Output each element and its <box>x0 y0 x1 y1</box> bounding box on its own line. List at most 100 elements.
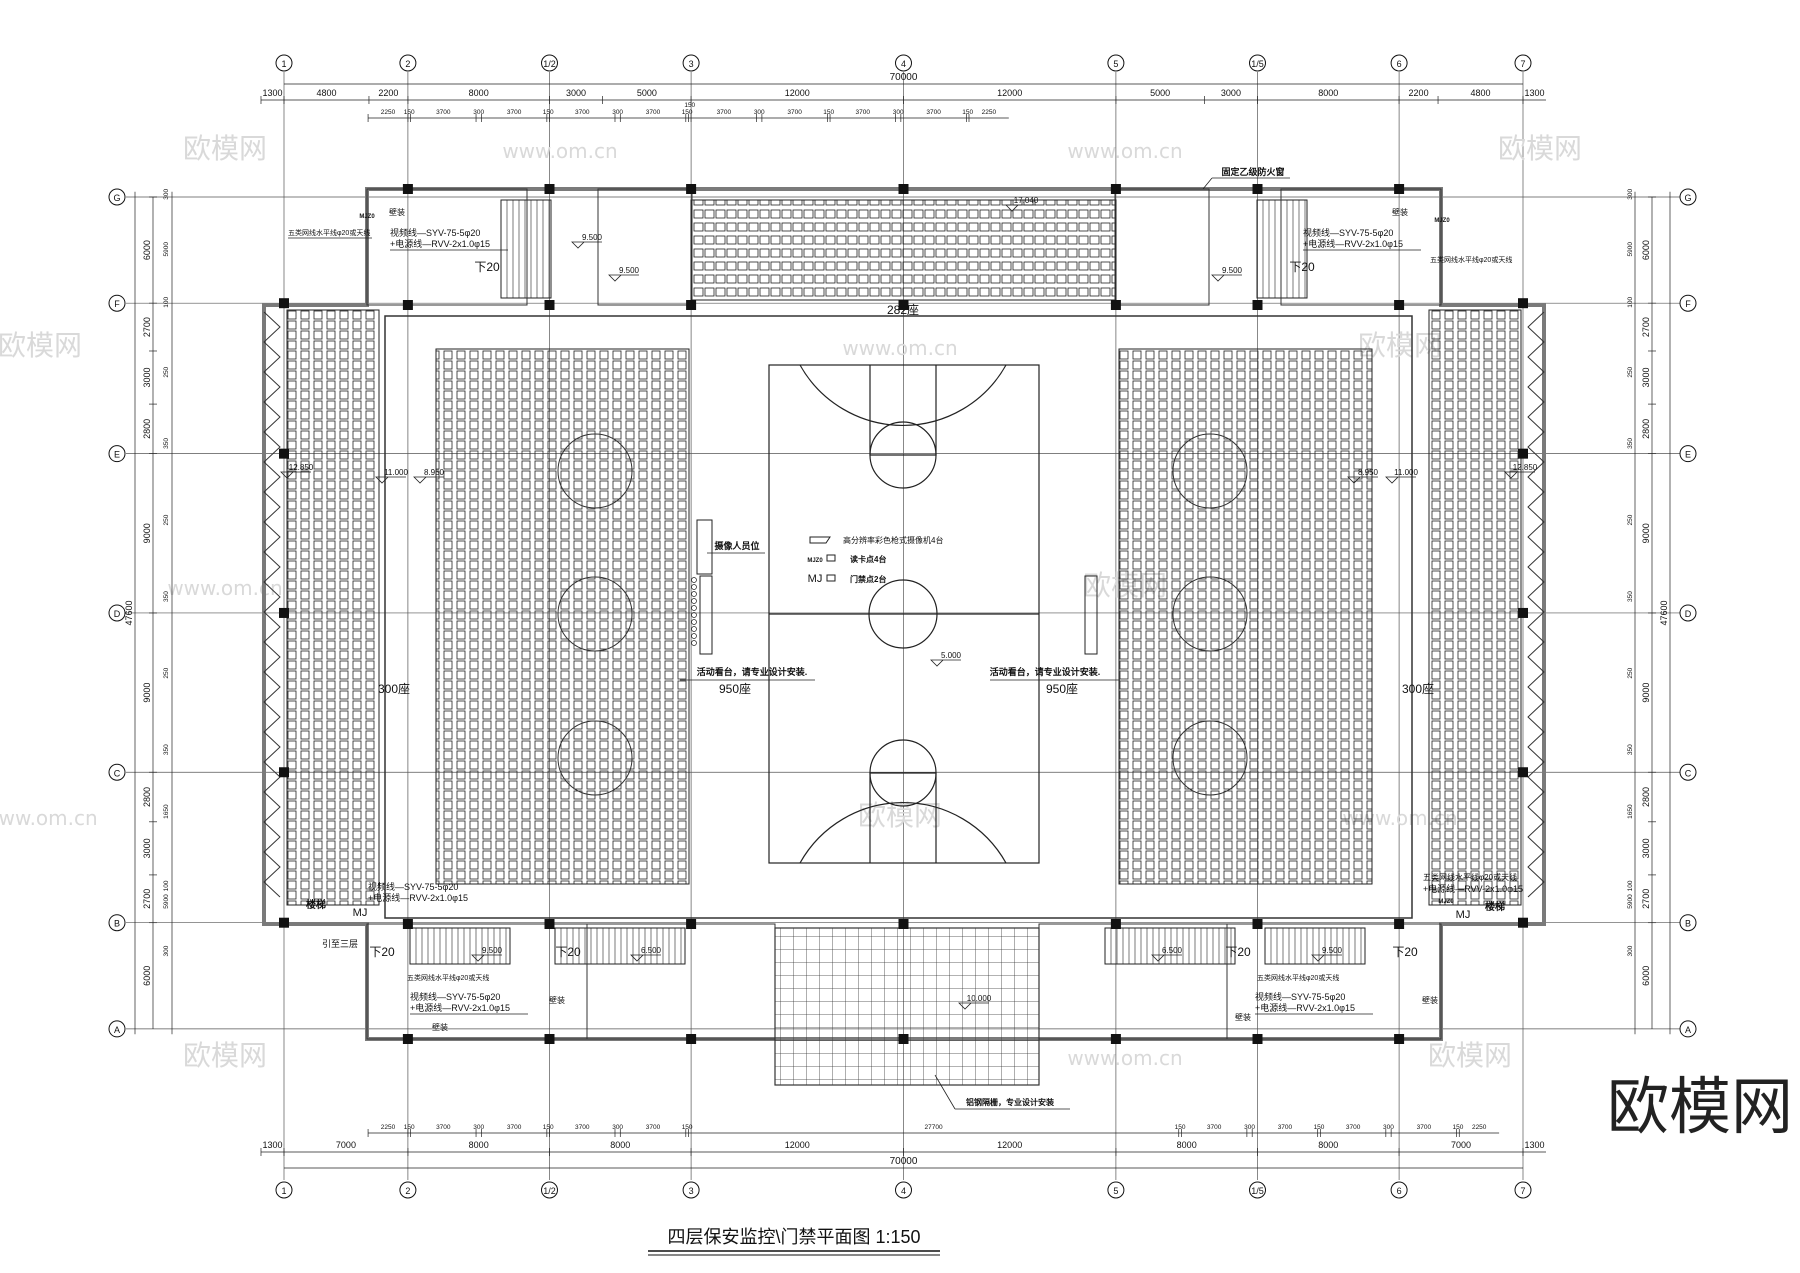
dim-side-sub-text-left: 250 <box>163 514 170 525</box>
axis-col-bottom-bubble <box>1514 1181 1532 1199</box>
axis-col-top-bubble <box>399 54 417 72</box>
elevation-stair-mark <box>608 274 639 282</box>
dim-side-sub-text-right: 350 <box>1627 744 1634 755</box>
structural-column <box>898 919 909 929</box>
mjzo-label: MJZ0 <box>1438 899 1454 905</box>
dim-top-main-text: 12000 <box>785 88 810 98</box>
structural-column <box>898 184 909 194</box>
cable-note-top-left-video: 视频线—SYV-75-5φ20 <box>390 227 480 238</box>
stair-down-label: 下20 <box>474 260 500 274</box>
axis-row-right-label: C <box>1685 768 1692 778</box>
axis-col-bottom-label: 3 <box>689 1186 694 1196</box>
axis-row-right-label: G <box>1684 193 1691 203</box>
axis-col-top-bubble <box>275 54 293 72</box>
cable-note-bottom-right-video: 视频线—SYV-75-5φ20 <box>1255 991 1345 1002</box>
court-three-point-top <box>799 364 1007 427</box>
elevation-low: 6.500 <box>1162 946 1183 955</box>
dim-bottom-main-text: 1300 <box>1524 1140 1544 1150</box>
axis-col-bottom-label: 2 <box>405 1186 410 1196</box>
elevation-court-mark <box>930 659 961 667</box>
dim-side-sub-text-right: 100 <box>1627 297 1634 308</box>
structural-column <box>402 184 413 194</box>
dim-top-sub-text: 3700 <box>717 109 732 116</box>
seats-main-right-label: 950座 <box>1046 681 1078 696</box>
dim-bottom-sub-text: 3700 <box>1417 1124 1432 1131</box>
elevation-top-mark <box>1005 204 1036 212</box>
dim-top-sub-text: 300 <box>893 109 904 116</box>
dim-top-main-text: 5000 <box>637 88 657 98</box>
structural-column <box>402 919 413 929</box>
camera-operator-box <box>696 519 713 575</box>
stair-bottom-3 <box>1104 927 1236 965</box>
stair-outline <box>1264 927 1366 965</box>
dim-bottom-main-text: 12000 <box>997 1140 1022 1150</box>
elevation-inner: 8.950 <box>1358 468 1379 477</box>
dim-bottom-sub-text: 300 <box>473 1124 484 1131</box>
room-outline <box>597 188 693 306</box>
wall-mount-label: 壁装 <box>389 207 405 217</box>
dim-side-main-left-text: 2700 <box>142 317 152 337</box>
elevation-stair: 9.500 <box>1222 266 1243 275</box>
elevation-stair: 9.500 <box>582 233 603 242</box>
camera-rack <box>699 575 713 655</box>
dim-side-main-right-text: 6000 <box>1641 966 1651 986</box>
grille-label: 铝钢隔栅，专业设计安装 <box>966 1097 1054 1107</box>
structural-column <box>279 448 289 459</box>
seating-block-left <box>435 348 690 885</box>
camera-seat-marker <box>691 598 697 604</box>
camera-seat-marker <box>691 619 697 625</box>
structural-column <box>1518 298 1528 309</box>
axis-row-left-bubble <box>108 604 126 622</box>
camera-seat-marker <box>691 605 697 611</box>
dim-side-sub-text-right: 250 <box>1627 667 1634 678</box>
seating-top <box>690 199 1117 301</box>
cable-note-b-left: 视频线—SYV-75-5φ20 <box>368 881 458 892</box>
dim-side-sub-text-right: 5900 <box>1627 894 1634 909</box>
cable-note-top-right-power: +电源线—RVV-2x1.0φ15 <box>1303 238 1403 249</box>
axis-col-top-bubble <box>1249 54 1266 72</box>
camera-rack-right <box>1084 575 1098 655</box>
dim-side-sub-text-right: 250 <box>1627 514 1634 525</box>
axis-row-left-label: B <box>114 919 120 929</box>
structural-column <box>544 184 555 194</box>
dim-top-main-text: 8000 <box>1318 88 1338 98</box>
axis-row-left-bubble <box>108 188 126 206</box>
stair-top-right <box>1256 199 1308 299</box>
structural-column <box>402 300 413 310</box>
dim-side-main-left-text: 9000 <box>142 523 152 543</box>
dim-side-total-text-right: 47600 <box>1659 600 1669 625</box>
wall-mount-label: 壁装 <box>549 995 565 1005</box>
stair-outline <box>500 199 552 299</box>
stair-bottom-1 <box>409 927 511 965</box>
watermark-text: 欧模网 <box>0 329 82 362</box>
dim-bottom-sub-text: 2250 <box>1472 1124 1487 1131</box>
axis-col-top-bubble <box>682 54 700 72</box>
axis-row-right-label: D <box>1685 609 1692 619</box>
axis-col-bottom-bubble <box>1107 1181 1125 1199</box>
dim-bottom-sub-text: 3700 <box>436 1124 451 1131</box>
watermark-text: 欧模网 <box>858 799 942 832</box>
elevation-stair-mark <box>571 241 602 249</box>
axis-row-right-label: F <box>1685 299 1691 309</box>
axis-row-left-bubble <box>108 445 126 463</box>
dim-top-sub-text: 3700 <box>575 109 590 116</box>
stair-down-label: 下20 <box>1289 260 1315 274</box>
dim-side-sub-text-left: 250 <box>163 366 170 377</box>
elevation-stair-mark <box>1211 274 1242 282</box>
camera-seat-marker <box>691 584 697 590</box>
dim-top-main-text: 2200 <box>378 88 398 98</box>
watermark-text: www.om.cn <box>0 806 98 830</box>
elevation-mid-mark <box>1385 476 1416 484</box>
legend-door-icon <box>826 574 836 582</box>
axis-col-top-label: 4 <box>901 59 906 69</box>
dim-side-sub-text-left: 300 <box>163 945 170 956</box>
dim-top-main-text: 3000 <box>566 88 586 98</box>
network-note-bottom-right: 五类网线水平线φ20或天线 <box>1257 973 1339 982</box>
axis-col-bottom-label: 4 <box>901 1186 906 1196</box>
legend-camera-label: 高分辨率彩色枪式摄像机4台 <box>843 535 943 545</box>
dim-top-sub-text: 300 <box>754 109 765 116</box>
dim-side-sub-text-left: 350 <box>163 744 170 755</box>
stair-bottom-4 <box>1264 927 1366 965</box>
structural-column <box>279 607 289 618</box>
